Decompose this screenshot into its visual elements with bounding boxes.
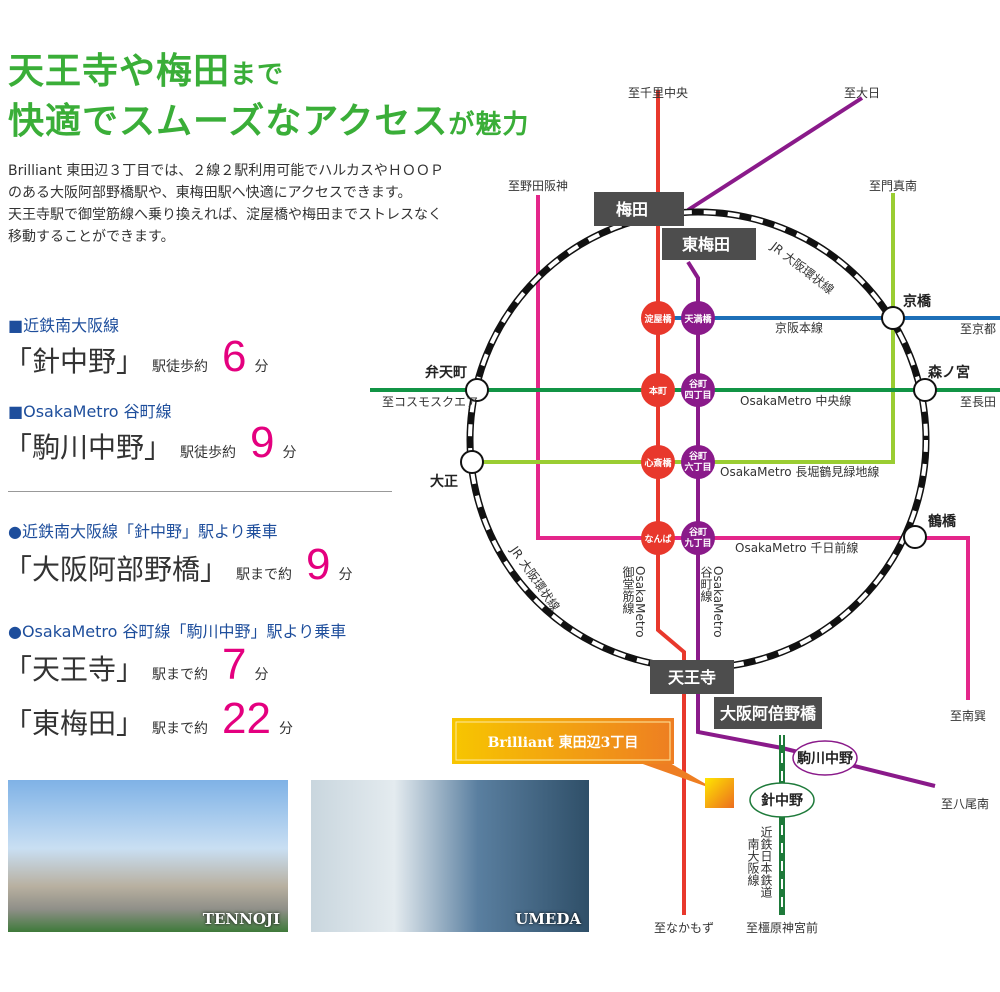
map-label: 梅田 xyxy=(616,200,648,219)
headline-line1: 天王寺や梅田まで xyxy=(8,51,285,92)
map-label: 淀屋橋 xyxy=(644,313,672,325)
station-bentencho xyxy=(465,378,489,402)
map-label: OsakaMetro xyxy=(711,566,725,638)
map-label: 至野田阪神 xyxy=(508,179,568,193)
map-label: 至八尾南 xyxy=(941,796,989,811)
map-label: 弁天町 xyxy=(425,364,467,381)
map-label: OsakaMetro 千日前線 xyxy=(735,540,858,555)
line-nagahori xyxy=(474,193,895,464)
metro-stations xyxy=(641,301,715,555)
photo-tennoji: TENNOJI xyxy=(8,780,288,932)
intro-text: Brilliant 東田辺３丁目では、２線２駅利用可能でハルカスやＨＯＯＰのある… xyxy=(8,163,444,245)
map-label: 本町 xyxy=(649,385,667,397)
map-label: 谷町線 xyxy=(699,566,713,602)
map-label: 森ノ宮 xyxy=(928,364,970,381)
ride-line-kintetsu: ●近鉄南大阪線「針中野」駅より乗車 xyxy=(8,522,278,541)
map-label: 至南巽 xyxy=(950,708,986,723)
map-label: 六丁目 xyxy=(684,461,711,473)
map-label: 至コスモスクエア xyxy=(382,395,478,409)
property-label xyxy=(452,718,674,764)
hub-abeno xyxy=(714,697,822,729)
station-morinomiya xyxy=(913,378,937,402)
map-label: 天王寺 xyxy=(668,668,716,687)
station-tsuruhashi xyxy=(903,525,927,549)
map-label: 天満橋 xyxy=(684,313,712,325)
map-label: 谷町 xyxy=(689,526,707,538)
walk-line-kintetsu: ■近鉄南大阪線 xyxy=(8,316,120,335)
map-label: 至長田 xyxy=(960,395,996,409)
map-label: 九丁目 xyxy=(683,537,711,549)
map-label: 四丁目 xyxy=(684,390,711,401)
station-harinakano xyxy=(749,782,815,818)
map-label: OsakaMetro 長堀鶴見緑地線 xyxy=(720,464,879,479)
headline-line2: 快適でスムーズなアクセスが魅力 xyxy=(8,101,530,142)
map-label: 針中野 xyxy=(761,792,803,809)
map-label: 至千里中央 xyxy=(628,85,688,100)
station-kyobashi xyxy=(881,306,905,330)
line-sennichimae xyxy=(536,195,970,700)
station-taisho xyxy=(460,450,484,474)
map-label: 至大日 xyxy=(844,86,880,100)
map-label: 近鉄日本鉄道 xyxy=(759,826,773,898)
photo-umeda: UMEDA xyxy=(311,780,589,932)
ride-line-tanimachi: ●OsakaMetro 谷町線「駒川中野」駅より乗車 xyxy=(8,622,347,641)
map-label: 大正 xyxy=(430,473,458,490)
map-label: 谷町 xyxy=(689,378,707,390)
line-tanimachi-north xyxy=(686,96,864,212)
property-marker xyxy=(705,778,734,808)
map-label: OsakaMetro 中央線 xyxy=(740,393,851,408)
map-label: 至なかもず xyxy=(654,921,714,935)
map-label: 京阪本線 xyxy=(775,320,823,335)
divider xyxy=(8,491,392,492)
map-label: 至京都 xyxy=(960,322,996,336)
map-label: Brilliant 東田辺3丁目 xyxy=(488,734,639,751)
map-label: 至門真南 xyxy=(869,178,917,193)
hub-higashi-umeda xyxy=(662,228,756,260)
line-midosuji xyxy=(656,90,686,915)
map-label: 鶴橋 xyxy=(928,513,957,530)
map-label: 心斎橋 xyxy=(644,457,672,469)
walk-line-tanimachi: ■OsakaMetro 谷町線 xyxy=(8,402,172,421)
map-label: 南大阪線 xyxy=(746,837,760,886)
map-label: OsakaMetro xyxy=(633,566,647,638)
map-label: JR 大阪環状線 xyxy=(767,238,837,297)
map-label: 御堂筋線 xyxy=(621,565,635,614)
hub-tennoji xyxy=(650,660,734,694)
map-label: 京橋 xyxy=(903,293,932,310)
map-label: 東梅田 xyxy=(682,235,730,254)
map-label: 大阪阿倍野橋 xyxy=(720,704,817,723)
map-label: なんば xyxy=(644,533,671,545)
map-label: 谷町 xyxy=(689,450,707,462)
station-komagawa xyxy=(792,740,858,776)
hub-umeda xyxy=(594,192,684,226)
map-label: 至橿原神宮前 xyxy=(746,920,818,935)
map-label: 駒川中野 xyxy=(797,750,853,767)
